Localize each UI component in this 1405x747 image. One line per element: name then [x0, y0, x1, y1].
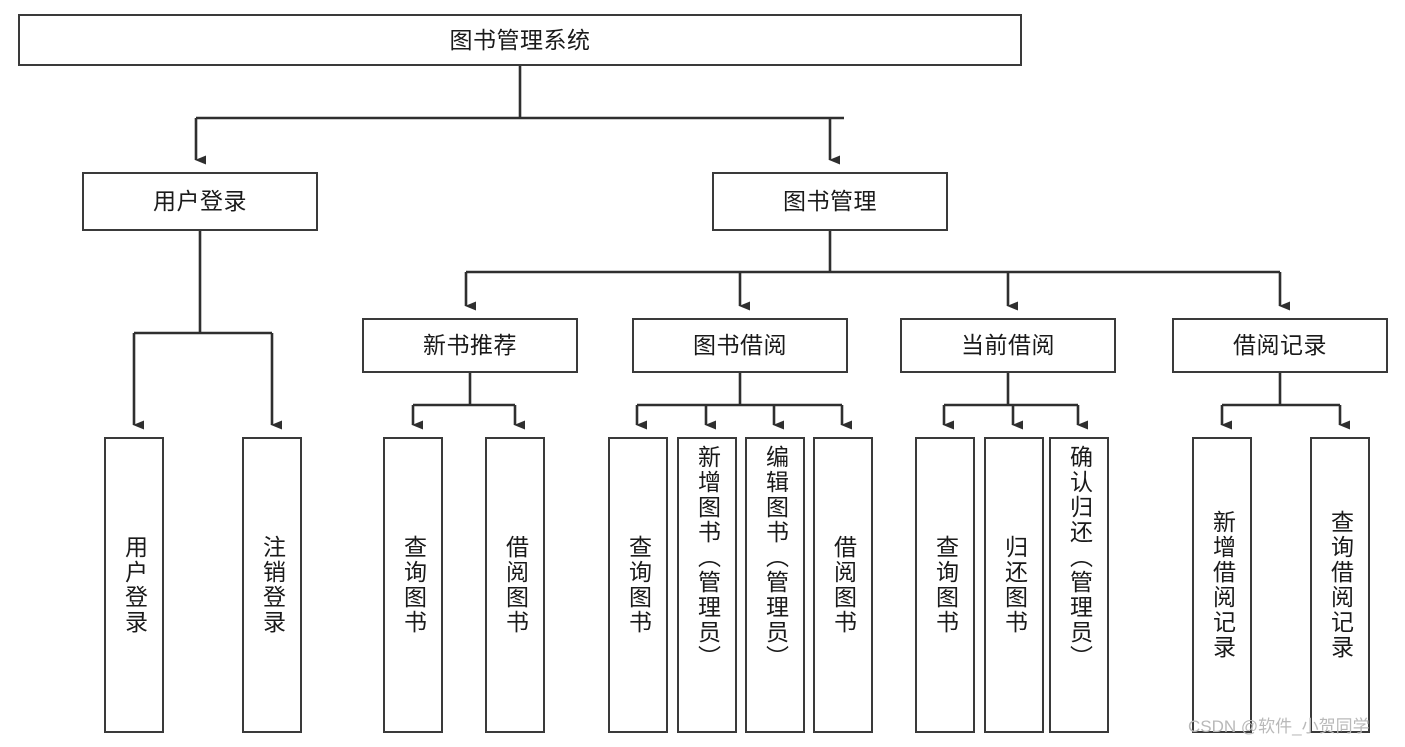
node-label: 新增借阅记录: [1209, 510, 1236, 660]
node-current-borrow[interactable]: 当前借阅: [900, 318, 1116, 373]
node-label: 新增图书（管理员）: [694, 445, 721, 670]
node-label: 借阅图书: [502, 535, 529, 635]
node-borrow-record[interactable]: 借阅记录: [1172, 318, 1388, 373]
node-root-book-management-system[interactable]: 图书管理系统: [18, 14, 1022, 66]
node-label: 查询图书: [932, 535, 959, 635]
node-label: 查询借阅记录: [1327, 510, 1354, 660]
node-new-book-recommend[interactable]: 新书推荐: [362, 318, 578, 373]
node-leaf-borrow-book-recommend[interactable]: 借阅图书: [485, 437, 545, 733]
node-label: 归还图书: [1001, 535, 1028, 635]
node-leaf-query-borrow-record[interactable]: 查询借阅记录: [1310, 437, 1370, 733]
node-label: 用户登录: [153, 188, 247, 215]
node-leaf-user-login[interactable]: 用户登录: [104, 437, 164, 733]
node-leaf-query-book-current[interactable]: 查询图书: [915, 437, 975, 733]
node-leaf-add-book-admin[interactable]: 新增图书（管理员）: [677, 437, 737, 733]
node-label: 借阅记录: [1233, 332, 1327, 359]
node-leaf-query-book-recommend[interactable]: 查询图书: [383, 437, 443, 733]
node-label: 当前借阅: [961, 332, 1055, 359]
node-label: 图书管理系统: [449, 26, 591, 53]
node-label: 图书管理: [783, 188, 877, 215]
watermark-text: CSDN @软件_小贺同学: [1188, 717, 1370, 736]
node-label: 新书推荐: [423, 332, 517, 359]
node-leaf-return-book[interactable]: 归还图书: [984, 437, 1044, 733]
node-leaf-add-borrow-record[interactable]: 新增借阅记录: [1192, 437, 1252, 733]
node-label: 确认归还（管理员）: [1066, 445, 1093, 670]
node-label: 图书借阅: [693, 332, 787, 359]
node-leaf-edit-book-admin[interactable]: 编辑图书（管理员）: [745, 437, 805, 733]
node-label: 查询图书: [400, 535, 427, 635]
node-label: 借阅图书: [830, 535, 857, 635]
node-label: 用户登录: [121, 535, 148, 635]
node-leaf-query-book-borrow[interactable]: 查询图书: [608, 437, 668, 733]
node-leaf-confirm-return-admin[interactable]: 确认归还（管理员）: [1049, 437, 1109, 733]
node-label: 编辑图书（管理员）: [762, 445, 789, 670]
node-leaf-logout[interactable]: 注销登录: [242, 437, 302, 733]
node-label: 查询图书: [625, 535, 652, 635]
node-leaf-borrow-book[interactable]: 借阅图书: [813, 437, 873, 733]
node-book-borrow[interactable]: 图书借阅: [632, 318, 848, 373]
node-label: 注销登录: [259, 535, 286, 635]
node-user-login[interactable]: 用户登录: [82, 172, 318, 231]
node-book-management[interactable]: 图书管理: [712, 172, 948, 231]
